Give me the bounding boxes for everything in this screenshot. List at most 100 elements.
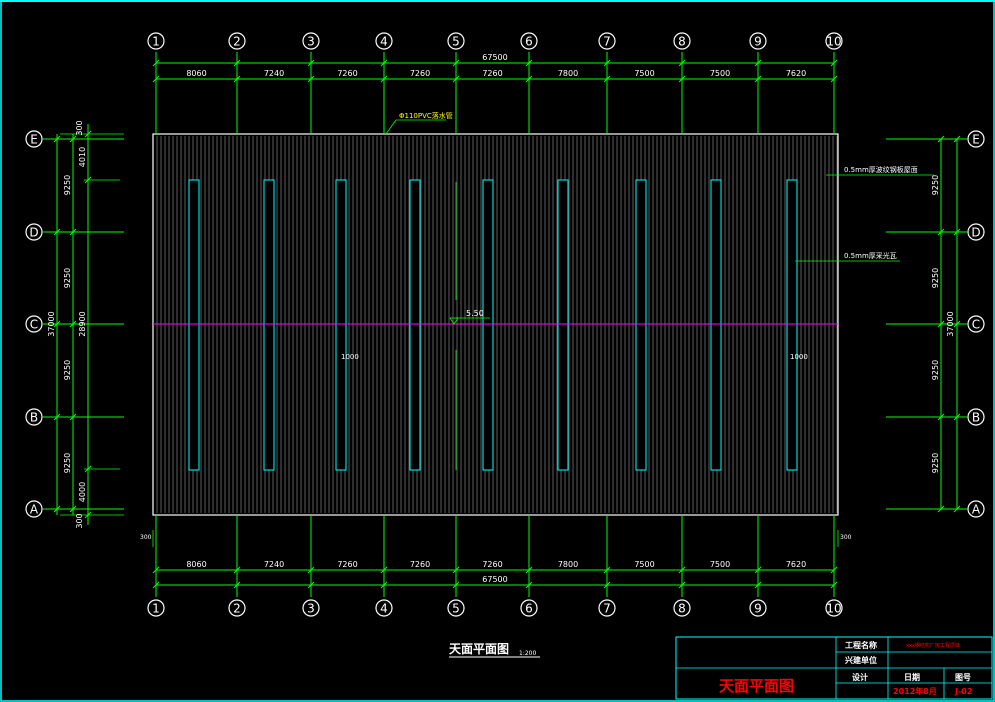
bottom-span-7: 7500 (634, 560, 654, 569)
skylight-width-left: 1000 (341, 353, 359, 361)
top-bubble-4 (375, 32, 393, 50)
tb-project-label: 工程名称 (845, 640, 877, 650)
right-bubble-B (967, 408, 985, 426)
bottom-bubble-7-label: 7 (603, 602, 611, 616)
tb-design-label: 设计 (852, 672, 868, 682)
bottom-bubble-5-label: 5 (452, 602, 460, 616)
bottom-span-8: 7500 (710, 560, 730, 569)
left-bubble-B (25, 408, 43, 426)
bottom-bubble-2 (228, 599, 246, 617)
callout-skylight-panel: 0.5mm厚采光瓦 (795, 251, 900, 262)
top-span-5: 7260 (482, 69, 502, 78)
top-span-2: 7240 (264, 69, 284, 78)
tb-sheet-title: 天面平面图 (719, 677, 794, 695)
bottom-bubble-1 (147, 599, 165, 617)
left-row-span-1: 9250 (63, 175, 72, 195)
top-bubble-6 (520, 32, 538, 50)
right-total-label: 37000 (946, 311, 955, 336)
bottom-span-4: 7260 (410, 560, 430, 569)
top-span-7: 7500 (634, 69, 654, 78)
callout-roof-panel: 0.5mm厚波纹钢板屋面 (826, 165, 934, 176)
callout-roof-panel-label: 0.5mm厚波纹钢板屋面 (844, 165, 918, 174)
skylight-strip (188, 179, 200, 471)
skylight-strip (335, 179, 347, 471)
right-bubble-D-label: D (971, 226, 980, 240)
bottom-span-6: 7800 (558, 560, 578, 569)
top-bubble-3-label: 3 (307, 35, 315, 49)
title-block: 工程名称 xxx钢结构厂房工程项目 兴建单位 设计 日期 图号 2012年8月 … (675, 636, 993, 700)
left-row-span-2: 9250 (63, 268, 72, 288)
top-total-label: 67500 (482, 53, 507, 62)
right-bubble-B-label: B (972, 411, 980, 425)
skylight-strip (263, 179, 275, 471)
right-row-span-1: 9250 (931, 175, 940, 195)
bottom-bubble-7 (598, 599, 616, 617)
top-span-9: 7620 (786, 69, 806, 78)
bottom-right-offset: 300 (840, 534, 852, 541)
top-bubble-5-label: 5 (452, 35, 460, 49)
left-edge-offset-top: 300 (75, 120, 84, 135)
right-bubble-C (967, 315, 985, 333)
bottom-bubble-10-label: 10 (826, 602, 841, 616)
bottom-span-3: 7260 (337, 560, 357, 569)
tb-date-value: 2012年8月 (893, 686, 937, 696)
left-bubble-B-label: B (30, 411, 38, 425)
skylight-strip (786, 179, 798, 471)
skylight-width-right: 1000 (790, 353, 808, 361)
bottom-bubble-9 (749, 599, 767, 617)
skylight-strip (710, 179, 722, 471)
skylight-strip (557, 179, 569, 471)
bottom-span-5: 7260 (482, 560, 502, 569)
top-bubble-2 (228, 32, 246, 50)
right-row-span-4: 9250 (931, 453, 940, 473)
left-row-span-4: 9250 (63, 453, 72, 473)
bottom-bubble-4-label: 4 (380, 602, 388, 616)
top-bubble-7-label: 7 (603, 35, 611, 49)
top-bubble-8-label: 8 (678, 35, 686, 49)
bottom-bubble-8 (673, 599, 691, 617)
top-bubble-9-label: 9 (754, 35, 762, 49)
top-span-8: 7500 (710, 69, 730, 78)
right-bubble-E (967, 130, 985, 148)
top-bubble-8 (673, 32, 691, 50)
skylight-strip (635, 179, 647, 471)
top-bubble-9 (749, 32, 767, 50)
top-bubble-4-label: 4 (380, 35, 388, 49)
bottom-bubble-3 (302, 599, 320, 617)
drawing-scale: 1:200 (519, 650, 536, 657)
tb-project-value: xxx钢结构厂房工程项目 (906, 642, 960, 649)
bottom-bubble-4 (375, 599, 393, 617)
bottom-span-2: 7240 (264, 560, 284, 569)
top-bubble-7 (598, 32, 616, 50)
left-inner-dim-1: 4010 (78, 147, 87, 167)
top-bubble-2-label: 2 (233, 35, 241, 49)
bottom-bubble-6 (520, 599, 538, 617)
elevation-mark: 5.50 (449, 309, 490, 325)
bottom-bubble-2-label: 2 (233, 602, 241, 616)
bottom-bubble-6-label: 6 (525, 602, 533, 616)
bottom-bubble-1-label: 1 (152, 602, 160, 616)
bottom-total-label: 67500 (482, 575, 507, 584)
bottom-bubble-8-label: 8 (678, 602, 686, 616)
right-row-span-3: 9250 (931, 360, 940, 380)
bottom-bubble-10 (825, 599, 843, 617)
right-row-span-2: 9250 (931, 268, 940, 288)
left-bubble-E (25, 130, 43, 148)
drawing-title: 天面平面图 (449, 642, 509, 656)
bottom-span-9: 7620 (786, 560, 806, 569)
top-bubble-3 (302, 32, 320, 50)
skylight-strip (409, 179, 421, 471)
bottom-span-1: 8060 (186, 560, 206, 569)
top-span-4: 7260 (410, 69, 430, 78)
bottom-bubble-3-label: 3 (307, 602, 315, 616)
left-row-span-3: 9250 (63, 360, 72, 380)
top-bubble-10-label: 10 (826, 35, 841, 49)
left-bubble-D-label: D (29, 226, 38, 240)
left-grid-axis: EDCBA92509250925092503700040102890040003… (25, 120, 124, 529)
tb-drawing-no-label: 图号 (955, 673, 971, 682)
bottom-bubble-5 (447, 599, 465, 617)
